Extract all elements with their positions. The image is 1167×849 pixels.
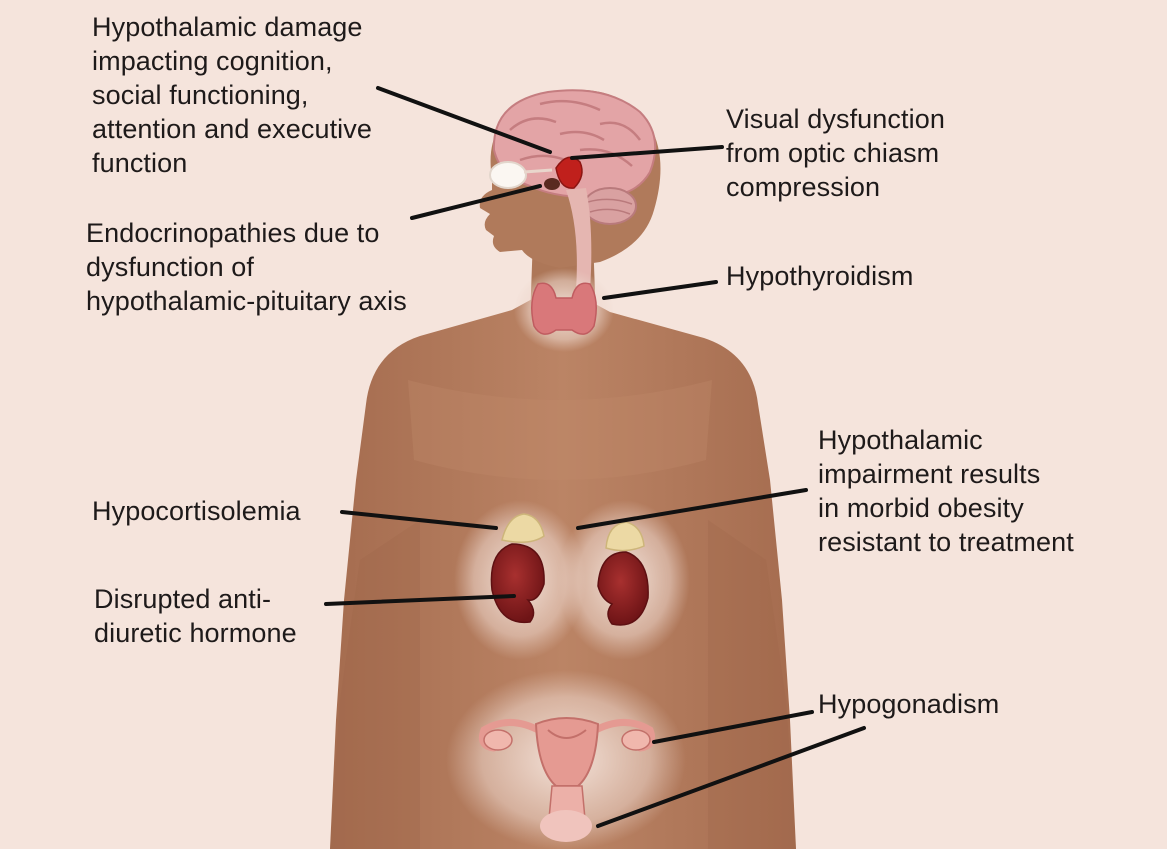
label-visual-dysfunction: Visual dysfunction from optic chiasm com… [726, 102, 945, 204]
label-hypothyroidism: Hypothyroidism [726, 259, 913, 293]
label-hypocortisolemia: Hypocortisolemia [92, 494, 301, 528]
label-hypogonadism: Hypogonadism [818, 687, 999, 721]
label-endocrinopathies: Endocrinopathies due to dysfunction of h… [86, 216, 407, 318]
label-adh: Disrupted anti- diuretic hormone [94, 582, 297, 650]
leader-hypothyroidism [604, 282, 716, 298]
pituitary-icon [544, 178, 560, 190]
label-hypothalamic-damage: Hypothalamic damage impacting cognition,… [92, 10, 372, 180]
label-obesity: Hypothalamic impairment results in morbi… [818, 423, 1074, 559]
